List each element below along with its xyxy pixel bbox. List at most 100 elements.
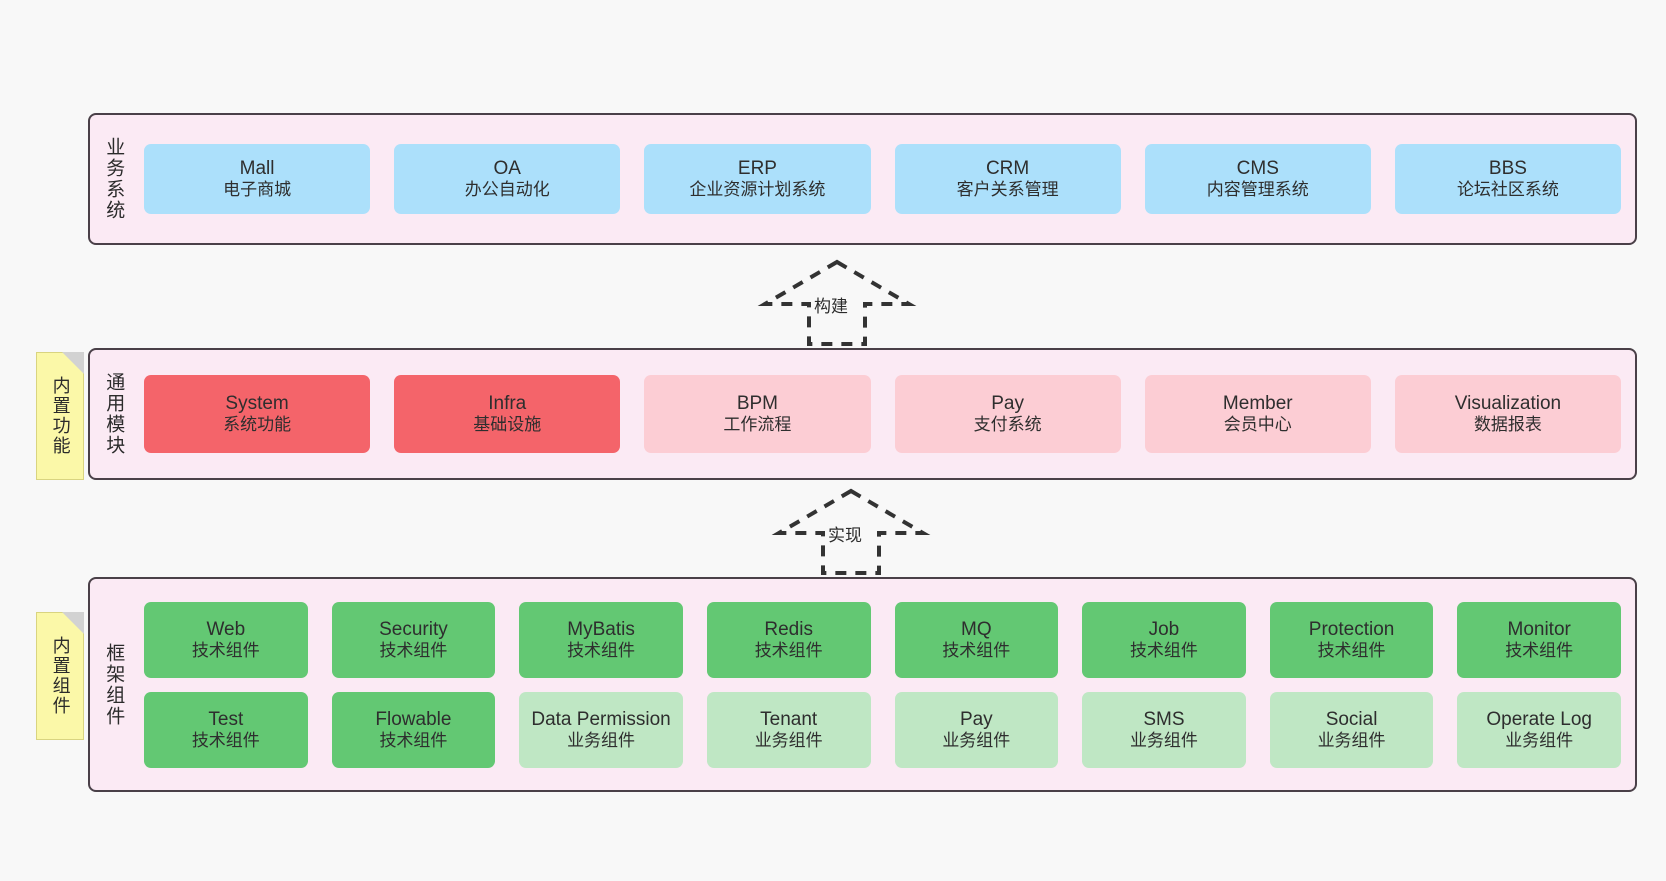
build-arrow-icon (757, 259, 917, 346)
node-test[interactable]: Test 技术组件 (144, 691, 308, 768)
layer-business-systems: 业务系统 Mall 电子商城 OA 办公自动化 ERP 企业资源计划系统 CRM… (88, 113, 1637, 245)
node-monitor-title: Monitor (1507, 618, 1571, 640)
node-flowable-title: Flowable (375, 708, 452, 730)
node-mybatis-subtitle: 技术组件 (567, 640, 636, 660)
note-builtin-functions-label: 内置功能 (50, 376, 71, 456)
node-system[interactable]: System 系统功能 (144, 375, 371, 453)
note-builtin-components-label: 内置组件 (50, 636, 71, 716)
node-cms-subtitle: 内容管理系统 (1206, 180, 1309, 200)
node-security-title: Security (379, 618, 448, 640)
node-test-subtitle: 技术组件 (191, 730, 260, 750)
node-cms-title: CMS (1236, 158, 1279, 180)
node-bpm-title: BPM (736, 393, 779, 415)
node-member-subtitle: 会员中心 (1223, 415, 1292, 435)
node-job-subtitle: 技术组件 (1129, 640, 1198, 660)
node-mybatis-title: MyBatis (567, 618, 635, 640)
implement-arrow-icon (771, 488, 931, 575)
node-monitor-subtitle: 技术组件 (1505, 640, 1574, 660)
node-security[interactable]: Security 技术组件 (331, 601, 496, 678)
node-system-title: System (225, 393, 289, 415)
general-modules-row: System 系统功能 Infra 基础设施 BPM 工作流程 Pay 支付系统… (144, 375, 1622, 453)
node-mybatis[interactable]: MyBatis 技术组件 (519, 601, 683, 678)
node-bpm-subtitle: 工作流程 (723, 415, 792, 435)
node-flowable[interactable]: Flowable 技术组件 (331, 691, 496, 768)
node-erp-title: ERP (737, 158, 777, 180)
node-tenant-title: Tenant (760, 708, 818, 730)
node-job-title: Job (1148, 618, 1180, 640)
node-bpm[interactable]: BPM 工作流程 (644, 375, 871, 453)
node-sms-subtitle: 业务组件 (1129, 730, 1198, 750)
business-systems-row: Mall 电子商城 OA 办公自动化 ERP 企业资源计划系统 CRM 客户关系… (144, 144, 1622, 214)
node-flowable-subtitle: 技术组件 (379, 730, 448, 750)
layer-general-modules-label: 通用模块 (103, 372, 125, 456)
node-visualization-subtitle: 数据报表 (1473, 415, 1542, 435)
node-pay-component-title: Pay (959, 708, 993, 730)
connector-build: 构建 (752, 256, 922, 346)
node-social[interactable]: Social 业务组件 (1269, 691, 1434, 768)
note-builtin-components: 内置组件 (36, 612, 84, 740)
node-visualization[interactable]: Visualization 数据报表 (1394, 375, 1622, 453)
node-crm-subtitle: 客户关系管理 (956, 180, 1059, 200)
node-tenant[interactable]: Tenant 业务组件 (706, 691, 871, 768)
node-web[interactable]: Web 技术组件 (144, 601, 308, 678)
layer-business-systems-label: 业务系统 (103, 137, 125, 221)
layer-framework-components-label: 框架组件 (103, 642, 125, 727)
node-member-title: Member (1222, 393, 1293, 415)
node-cms[interactable]: CMS 内容管理系统 (1144, 144, 1371, 214)
node-crm[interactable]: CRM 客户关系管理 (894, 144, 1121, 214)
node-data-permission-title: Data Permission (531, 708, 671, 730)
node-bbs[interactable]: BBS 论坛社区系统 (1394, 144, 1622, 214)
node-erp[interactable]: ERP 企业资源计划系统 (644, 144, 871, 214)
node-pay-module-subtitle: 支付系统 (973, 415, 1042, 435)
node-protection[interactable]: Protection 技术组件 (1269, 601, 1434, 678)
layer-framework-components: 框架组件 Web 技术组件 Security 技术组件 MyBatis 技术组件… (88, 577, 1637, 792)
node-sms[interactable]: SMS 业务组件 (1082, 691, 1246, 768)
node-member[interactable]: Member 会员中心 (1144, 375, 1371, 453)
connector-implement: 实现 (766, 485, 936, 575)
node-data-permission-subtitle: 业务组件 (567, 730, 636, 750)
node-data-permission[interactable]: Data Permission 业务组件 (519, 691, 683, 768)
layer-general-modules: 通用模块 System 系统功能 Infra 基础设施 BPM 工作流程 Pay… (88, 348, 1637, 480)
node-job[interactable]: Job 技术组件 (1082, 601, 1246, 678)
layer-business-systems-body: Mall 电子商城 OA 办公自动化 ERP 企业资源计划系统 CRM 客户关系… (136, 115, 1635, 243)
layer-general-modules-body: System 系统功能 Infra 基础设施 BPM 工作流程 Pay 支付系统… (136, 350, 1635, 478)
node-web-subtitle: 技术组件 (191, 640, 260, 660)
node-infra[interactable]: Infra 基础设施 (394, 375, 621, 453)
node-tenant-subtitle: 业务组件 (754, 730, 823, 750)
node-test-title: Test (208, 708, 244, 730)
node-pay-module[interactable]: Pay 支付系统 (894, 375, 1121, 453)
node-protection-title: Protection (1308, 618, 1395, 640)
node-mq[interactable]: MQ 技术组件 (894, 601, 1059, 678)
node-infra-title: Infra (488, 393, 527, 415)
node-mall-title: Mall (239, 158, 275, 180)
framework-components-row-1: Web 技术组件 Security 技术组件 MyBatis 技术组件 Redi… (144, 601, 1621, 678)
node-protection-subtitle: 技术组件 (1317, 640, 1386, 660)
node-operate-log[interactable]: Operate Log 业务组件 (1457, 691, 1621, 768)
node-mq-title: MQ (961, 618, 992, 640)
node-web-title: Web (206, 618, 246, 640)
node-operate-log-title: Operate Log (1486, 708, 1592, 730)
node-monitor[interactable]: Monitor 技术组件 (1457, 601, 1621, 678)
node-mall[interactable]: Mall 电子商城 (144, 144, 371, 214)
layer-framework-components-body: Web 技术组件 Security 技术组件 MyBatis 技术组件 Redi… (136, 579, 1635, 790)
node-oa-title: OA (493, 158, 521, 180)
node-pay-module-title: Pay (991, 393, 1024, 415)
node-security-subtitle: 技术组件 (379, 640, 448, 660)
node-redis-title: Redis (764, 618, 813, 640)
node-oa[interactable]: OA 办公自动化 (394, 144, 621, 214)
node-crm-title: CRM (985, 158, 1030, 180)
node-bbs-subtitle: 论坛社区系统 (1456, 180, 1559, 200)
node-pay-component[interactable]: Pay 业务组件 (894, 691, 1059, 768)
node-pay-component-subtitle: 业务组件 (942, 730, 1011, 750)
node-social-title: Social (1325, 708, 1378, 730)
node-bbs-title: BBS (1488, 158, 1527, 180)
framework-components-row-2: Test 技术组件 Flowable 技术组件 Data Permission … (144, 691, 1621, 768)
node-system-subtitle: 系统功能 (223, 415, 292, 435)
note-builtin-functions: 内置功能 (36, 352, 84, 480)
node-redis-subtitle: 技术组件 (754, 640, 823, 660)
node-oa-subtitle: 办公自动化 (464, 180, 550, 200)
node-redis[interactable]: Redis 技术组件 (706, 601, 871, 678)
node-sms-title: SMS (1143, 708, 1185, 730)
node-operate-log-subtitle: 业务组件 (1505, 730, 1574, 750)
